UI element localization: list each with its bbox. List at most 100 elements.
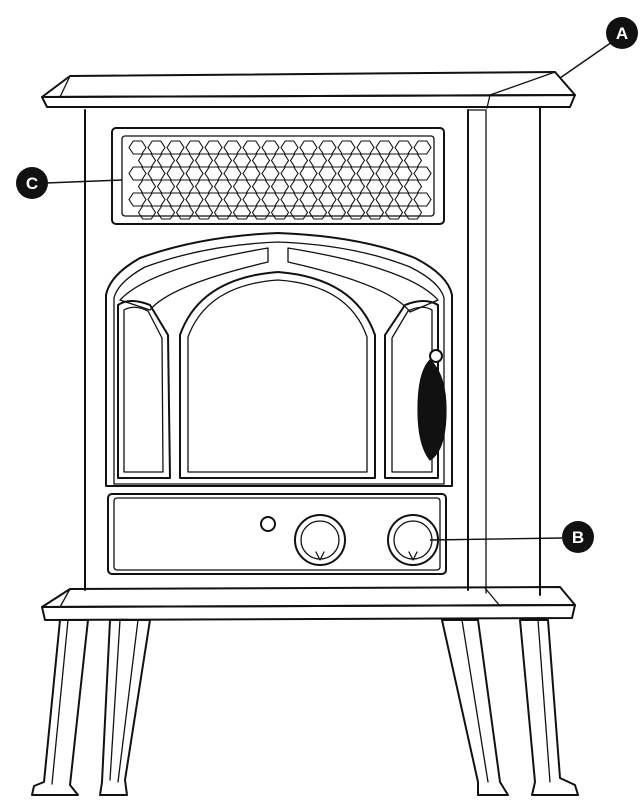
grille-cell: [204, 140, 223, 155]
callout-a-label: A: [616, 24, 628, 43]
grille-cell: [213, 153, 233, 168]
grille-cell: [394, 140, 413, 155]
grille-cell: [337, 166, 356, 181]
grille-cell: [403, 205, 423, 220]
grille-cell: [213, 179, 233, 194]
stove-base: [41, 586, 576, 621]
grille-cell: [337, 192, 356, 207]
grille-cell: [375, 166, 394, 181]
grille-cell: [365, 153, 385, 168]
grille-cell: [194, 179, 214, 194]
grille-cell: [365, 179, 385, 194]
grille-cell: [384, 205, 404, 220]
grille-cell: [413, 140, 432, 155]
grille-cell: [299, 140, 318, 155]
grille-cell: [137, 153, 157, 168]
grille-cell: [280, 166, 299, 181]
callout-c-marker: [16, 167, 48, 199]
grille-cell: [346, 205, 366, 220]
grille-cell: [289, 205, 309, 220]
callout-c-label: C: [26, 174, 38, 193]
callout-b: B: [429, 521, 594, 553]
grille-cell: [365, 205, 385, 220]
heater-grille: [111, 127, 445, 225]
grille-cell: [327, 179, 347, 194]
grille-cell: [270, 179, 290, 194]
grille-cell: [403, 179, 423, 194]
grille-cell: [413, 166, 432, 181]
grille-cell: [223, 140, 242, 155]
grille-cell: [270, 205, 290, 220]
grille-cell: [251, 179, 271, 194]
grille-cell: [242, 192, 261, 207]
grille-cell: [394, 192, 413, 207]
grille-cell: [185, 166, 204, 181]
grille-cell: [185, 140, 204, 155]
control-panel: [107, 493, 447, 575]
grille-cell: [299, 166, 318, 181]
stove-body: [84, 107, 541, 596]
callout-c: C: [16, 167, 123, 199]
grille-cell: [327, 205, 347, 220]
grille-cell: [156, 153, 176, 168]
grille-cell: [213, 205, 233, 220]
grille-cell: [194, 205, 214, 220]
callout-b-marker: [562, 521, 594, 553]
grille-cell: [175, 179, 195, 194]
power-indicator-light: [260, 516, 276, 532]
grille-cell: [242, 166, 261, 181]
grille-cell: [166, 192, 185, 207]
grille-cell: [137, 179, 157, 194]
grille-cell: [128, 192, 147, 207]
grille-cell: [403, 153, 423, 168]
grille-cell: [232, 179, 252, 194]
grille-cell: [289, 153, 309, 168]
grille-cell: [261, 192, 280, 207]
grille-cell: [346, 179, 366, 194]
grille-cell: [185, 192, 204, 207]
grille-cell: [318, 166, 337, 181]
grille-cell: [384, 179, 404, 194]
grille-cell: [223, 166, 242, 181]
grille-cell: [232, 205, 252, 220]
grille-cell: [147, 140, 166, 155]
grille-cell: [289, 179, 309, 194]
grille-cell: [204, 192, 223, 207]
firebox-door: [105, 232, 453, 487]
grille-pattern: [128, 140, 432, 220]
grille-cell: [251, 205, 271, 220]
grille-cell: [337, 140, 356, 155]
stove-legs: [31, 619, 579, 796]
grille-cell: [356, 166, 375, 181]
grille-cell: [156, 205, 176, 220]
grille-cell: [261, 140, 280, 155]
grille-cell: [137, 205, 157, 220]
grille-cell: [308, 205, 328, 220]
grille-cell: [242, 140, 261, 155]
grille-cell: [156, 179, 176, 194]
grille-cell: [223, 192, 242, 207]
grille-cell: [261, 166, 280, 181]
grille-cell: [270, 153, 290, 168]
grille-cell: [232, 153, 252, 168]
grille-cell: [384, 153, 404, 168]
grille-cell: [175, 205, 195, 220]
grille-cell: [375, 192, 394, 207]
grille-cell: [194, 153, 214, 168]
control-knob-left: [294, 514, 346, 566]
grille-cell: [318, 192, 337, 207]
grille-cell: [356, 140, 375, 155]
grille-cell: [413, 192, 432, 207]
grille-cell: [318, 140, 337, 155]
grille-cell: [280, 140, 299, 155]
grille-cell: [166, 166, 185, 181]
stove-top-cap: [41, 71, 576, 109]
grille-cell: [128, 166, 147, 181]
grille-cell: [394, 166, 413, 181]
grille-cell: [308, 179, 328, 194]
grille-cell: [175, 153, 195, 168]
grille-cell: [204, 166, 223, 181]
grille-cell: [166, 140, 185, 155]
grille-cell: [299, 192, 318, 207]
